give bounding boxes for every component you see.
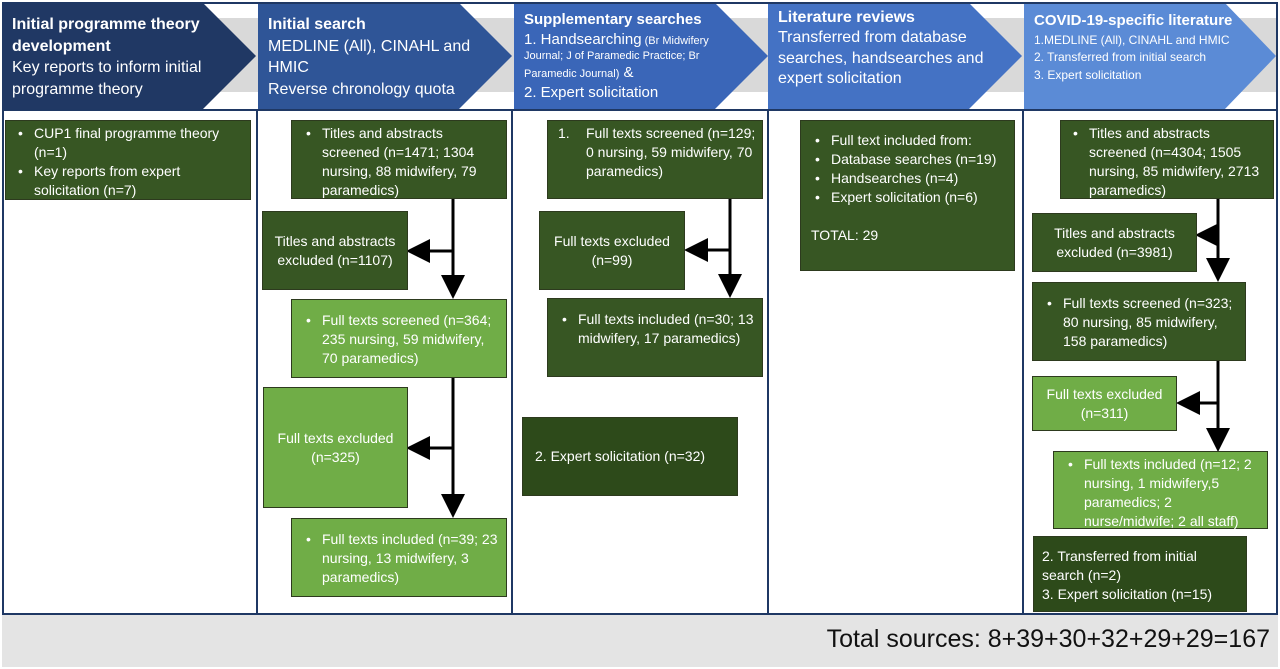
col4-subtitle-line3: expert solicitation (778, 70, 902, 88)
col4-title: Literature reviews (778, 9, 915, 26)
col3-line4: 2. Expert solicitation (524, 83, 659, 101)
col5-subtitle-line3: 3. Expert solicitation (1034, 67, 1142, 82)
col3-title: Supplementary searches (524, 11, 702, 28)
col1-item: CUP1 final programme theory (n=1) (12, 124, 246, 162)
col2-screened-text: Titles and abstracts screened (n=1471; 1… (300, 124, 502, 200)
header-covid-literature: COVID-19-specific literature 1.MEDLINE (… (1024, 2, 1278, 110)
col5-fulltext-box: Full texts screened (n=323; 80 nursing, … (1032, 282, 1246, 361)
col2-excluded-ta-text: Titles and abstracts excluded (n=1107) (274, 232, 396, 268)
col3-expert-box: 2. Expert solicitation (n=32) (522, 417, 738, 496)
col5-excluded-ta-box: Titles and abstracts excluded (n=3981) (1032, 213, 1197, 272)
col2-excluded-ta-box: Titles and abstracts excluded (n=1107) (262, 211, 408, 290)
col5-screened-text: Titles and abstracts screened (n=4304; 1… (1067, 124, 1269, 200)
column-divider (511, 110, 513, 613)
col3-line2-small: Journal; J of Paramedic Practice; Br (524, 50, 700, 62)
col4-item: Database searches (n=19) (809, 150, 1010, 169)
column-divider (767, 110, 769, 613)
col5-excluded-ft-text: Full texts excluded (n=311) (1046, 385, 1163, 421)
col3-expert-text: 2. Expert solicitation (n=32) (535, 448, 706, 464)
col2-fulltext-box: Full texts screened (n=364; 235 nursing,… (291, 299, 507, 378)
col1-title-line2: development (12, 37, 111, 55)
column-divider (256, 110, 258, 613)
col1-item: Key reports from expert solicitation (n=… (12, 162, 246, 200)
col3-screened-text: Full texts screened (n=129; 0 nursing, 5… (586, 125, 756, 179)
col1-subtitle-line2: programme theory (12, 80, 143, 98)
col3-excluded-text: Full texts excluded (n=99) (554, 232, 670, 268)
col4-subtitle-line1: Transferred from database (778, 29, 967, 47)
col2-subtitle-line2: HMIC (268, 59, 309, 77)
col4-item: Handsearches (n=4) (809, 169, 1010, 188)
col5-subtitle-line2: 2. Transferred from initial search (1034, 50, 1207, 65)
col3-excluded-box: Full texts excluded (n=99) (539, 211, 685, 290)
col3-included-box: Full texts included (n=30; 13 midwifery,… (547, 298, 763, 377)
col3-line1-small: (Br Midwifery (641, 34, 709, 47)
col5-screened-box: Titles and abstracts screened (n=4304; 1… (1060, 120, 1274, 199)
col2-screened-box: Titles and abstracts screened (n=1471; 1… (291, 120, 507, 199)
col2-subtitle-line1: MEDLINE (All), CINAHL and (268, 37, 471, 55)
col4-subtitle-line2: searches, handsearches and (778, 49, 984, 67)
col5-other-sources-box: 2. Transferred from initial search (n=2)… (1033, 536, 1247, 612)
total-sources: Total sources: 8+39+30+32+29+29=167 (826, 625, 1270, 653)
col3-list-number: 1. (558, 125, 570, 141)
col2-excluded-ft-box: Full texts excluded (n=325) (263, 387, 408, 508)
header-initial-programme-theory: Initial programme theory development Key… (2, 2, 258, 110)
col2-excluded-ft-text: Full texts excluded (n=325) (277, 429, 394, 465)
column-divider (1022, 110, 1024, 613)
col4-reviews-box: Full text included from: Database search… (800, 120, 1015, 271)
col5-included-text: Full texts included (n=12; 2 nursing, 1 … (1062, 455, 1263, 531)
header-supplementary-searches: Supplementary searches 1. Handsearching … (514, 2, 770, 110)
col2-subtitle-line3: Reverse chronology quota (268, 80, 455, 98)
header-literature-reviews: Literature reviews Transferred from data… (768, 2, 1024, 110)
col3-screened-box: 1. Full texts screened (n=129; 0 nursing… (547, 120, 763, 199)
col4-total: TOTAL: 29 (811, 227, 879, 243)
col2-title: Initial search (268, 16, 366, 33)
col3-included-text: Full texts included (n=30; 13 midwifery,… (556, 310, 758, 348)
col3-line3-amp: & (619, 64, 634, 82)
col1-title-line1: Initial programme theory (12, 16, 200, 33)
col4-item: Expert solicitation (n=6) (809, 188, 1010, 207)
col5-expert-text: 3. Expert solicitation (n=15) (1042, 586, 1213, 602)
col5-title: COVID-19-specific literature (1034, 12, 1233, 29)
header-bottom-rule (2, 109, 1278, 111)
col2-included-text: Full texts included (n=39; 23 nursing, 1… (300, 530, 502, 587)
col4-item: Full text included from: (809, 131, 1010, 150)
col2-fulltext-text: Full texts screened (n=364; 235 nursing,… (300, 311, 502, 368)
col5-excluded-ta-text: Titles and abstracts excluded (n=3981) (1054, 224, 1175, 260)
col5-excluded-ft-box: Full texts excluded (n=311) (1032, 376, 1177, 431)
col5-transferred-text: 2. Transferred from initial search (n=2) (1042, 548, 1197, 583)
header-initial-search: Initial search MEDLINE (All), CINAHL and… (258, 2, 514, 110)
col1-key-reports-box: CUP1 final programme theory (n=1) Key re… (5, 120, 251, 200)
col3-line3-small: Paramedic Journal) (524, 68, 620, 81)
total-band (2, 613, 1278, 667)
col5-fulltext-text: Full texts screened (n=323; 80 nursing, … (1041, 294, 1241, 351)
col5-included-box: Full texts included (n=12; 2 nursing, 1 … (1053, 451, 1268, 529)
col2-included-box: Full texts included (n=39; 23 nursing, 1… (291, 518, 507, 597)
col5-subtitle-line1: 1.MEDLINE (All), CINAHL and HMIC (1034, 32, 1230, 47)
col3-line1-main: 1. Handsearching (524, 30, 642, 48)
col1-subtitle-line1: Key reports to inform initial (12, 59, 202, 77)
